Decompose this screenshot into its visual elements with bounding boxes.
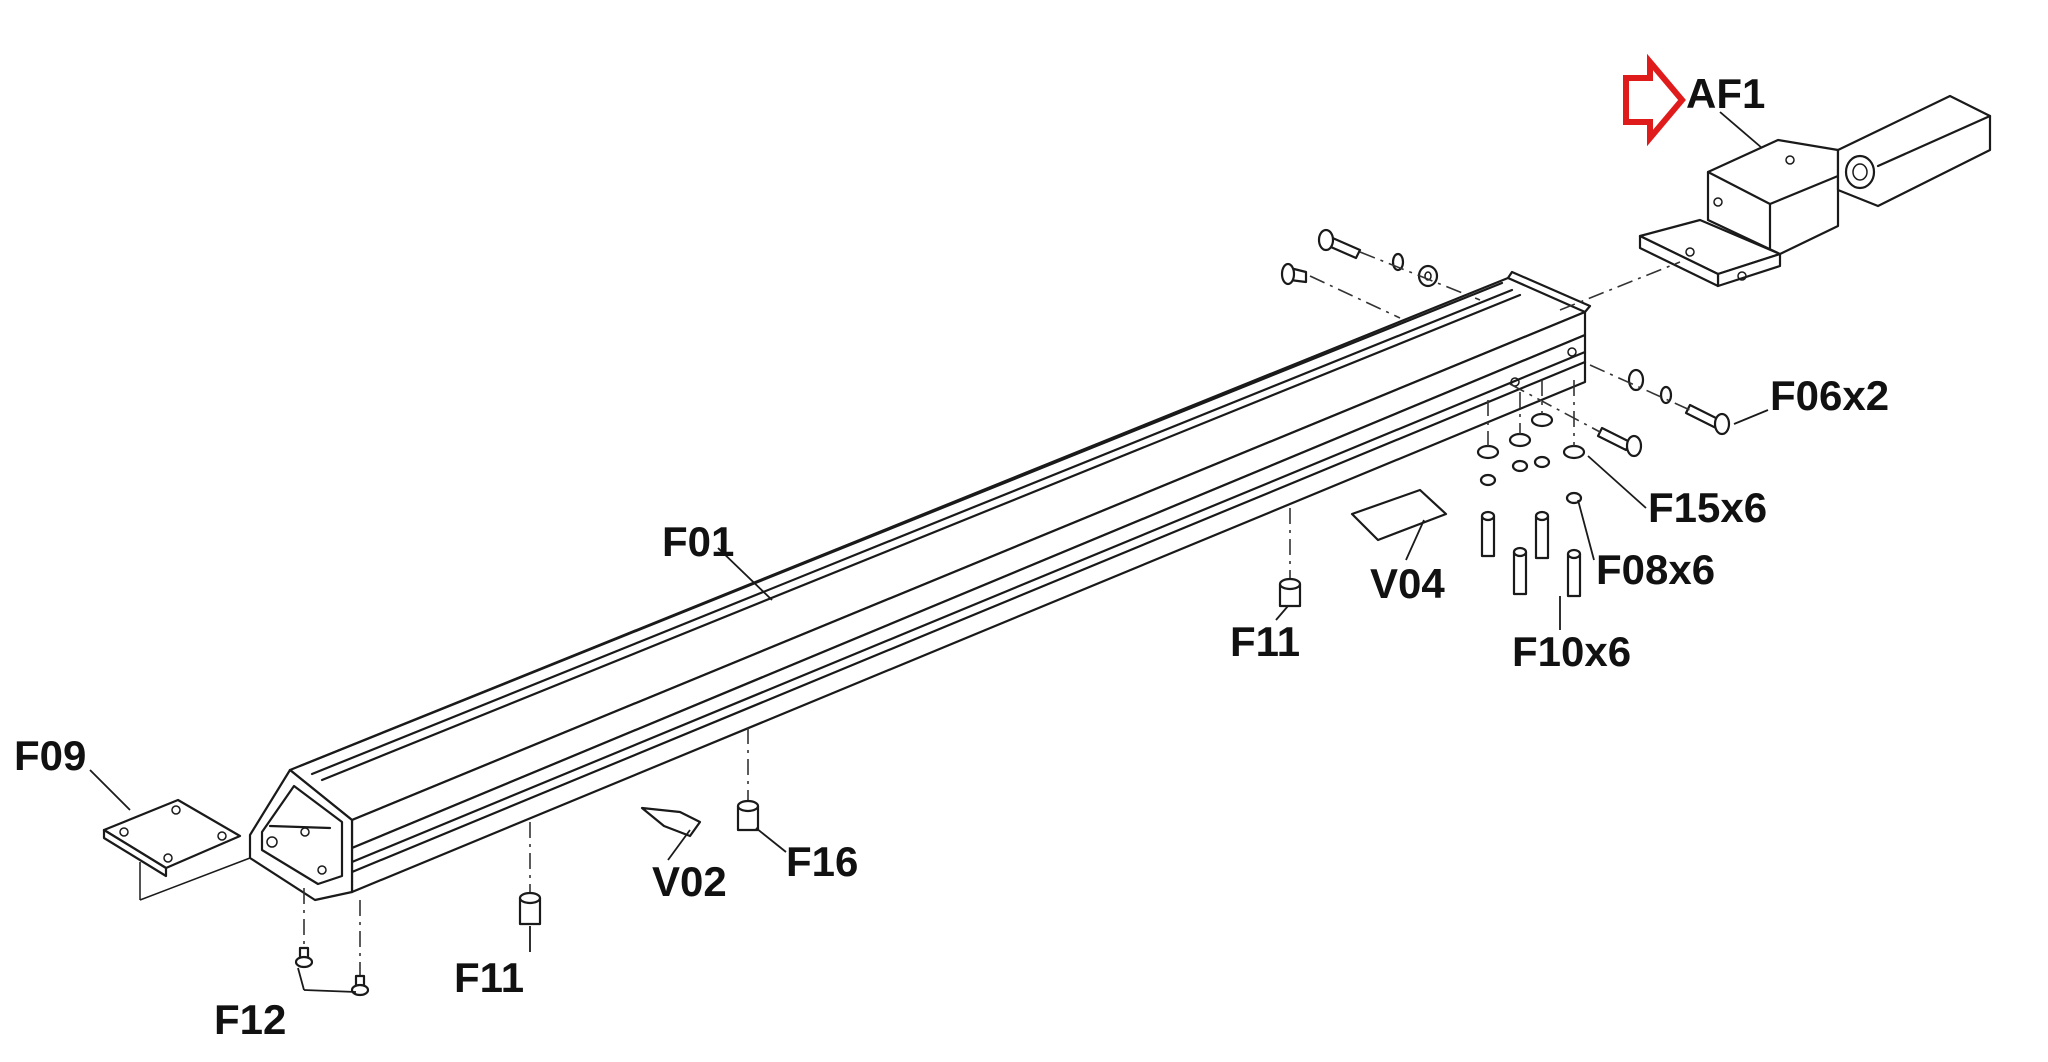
label-v02: V02: [652, 858, 727, 905]
label-f16: F16: [786, 838, 858, 885]
insert-f11-left: [518, 822, 542, 926]
label-f15: F15x6: [1648, 484, 1767, 531]
label-f11-right: F11: [1230, 618, 1300, 665]
label-f11-left: F11: [454, 954, 524, 1001]
label-f01: F01: [662, 518, 734, 565]
screws-f12: [294, 888, 370, 997]
label-f06: F06x2: [1770, 372, 1889, 419]
bracket-af1: [1638, 94, 1992, 288]
label-f12: F12: [214, 996, 286, 1043]
af1-centerline: [1559, 261, 1681, 311]
bolt-group: [1476, 380, 1586, 598]
top-fasteners: [1280, 228, 1481, 319]
insert-f16: [736, 728, 760, 832]
red-outline-arrow-icon: [1623, 53, 1686, 147]
label-f08: F08x6: [1596, 546, 1715, 593]
label-v04: V04: [1370, 560, 1445, 607]
decal-v02: [640, 806, 702, 838]
end-plate-f09: [102, 798, 251, 901]
decal-v04: [1350, 488, 1448, 542]
label-af1: AF1: [1686, 70, 1765, 117]
insert-f11-right: [1278, 508, 1302, 608]
side-fasteners: [1509, 364, 1731, 458]
leader-lines: [89, 111, 1769, 993]
beam-f01: [248, 270, 1592, 902]
label-f10: F10x6: [1512, 628, 1631, 675]
label-f09: F09: [14, 732, 86, 779]
